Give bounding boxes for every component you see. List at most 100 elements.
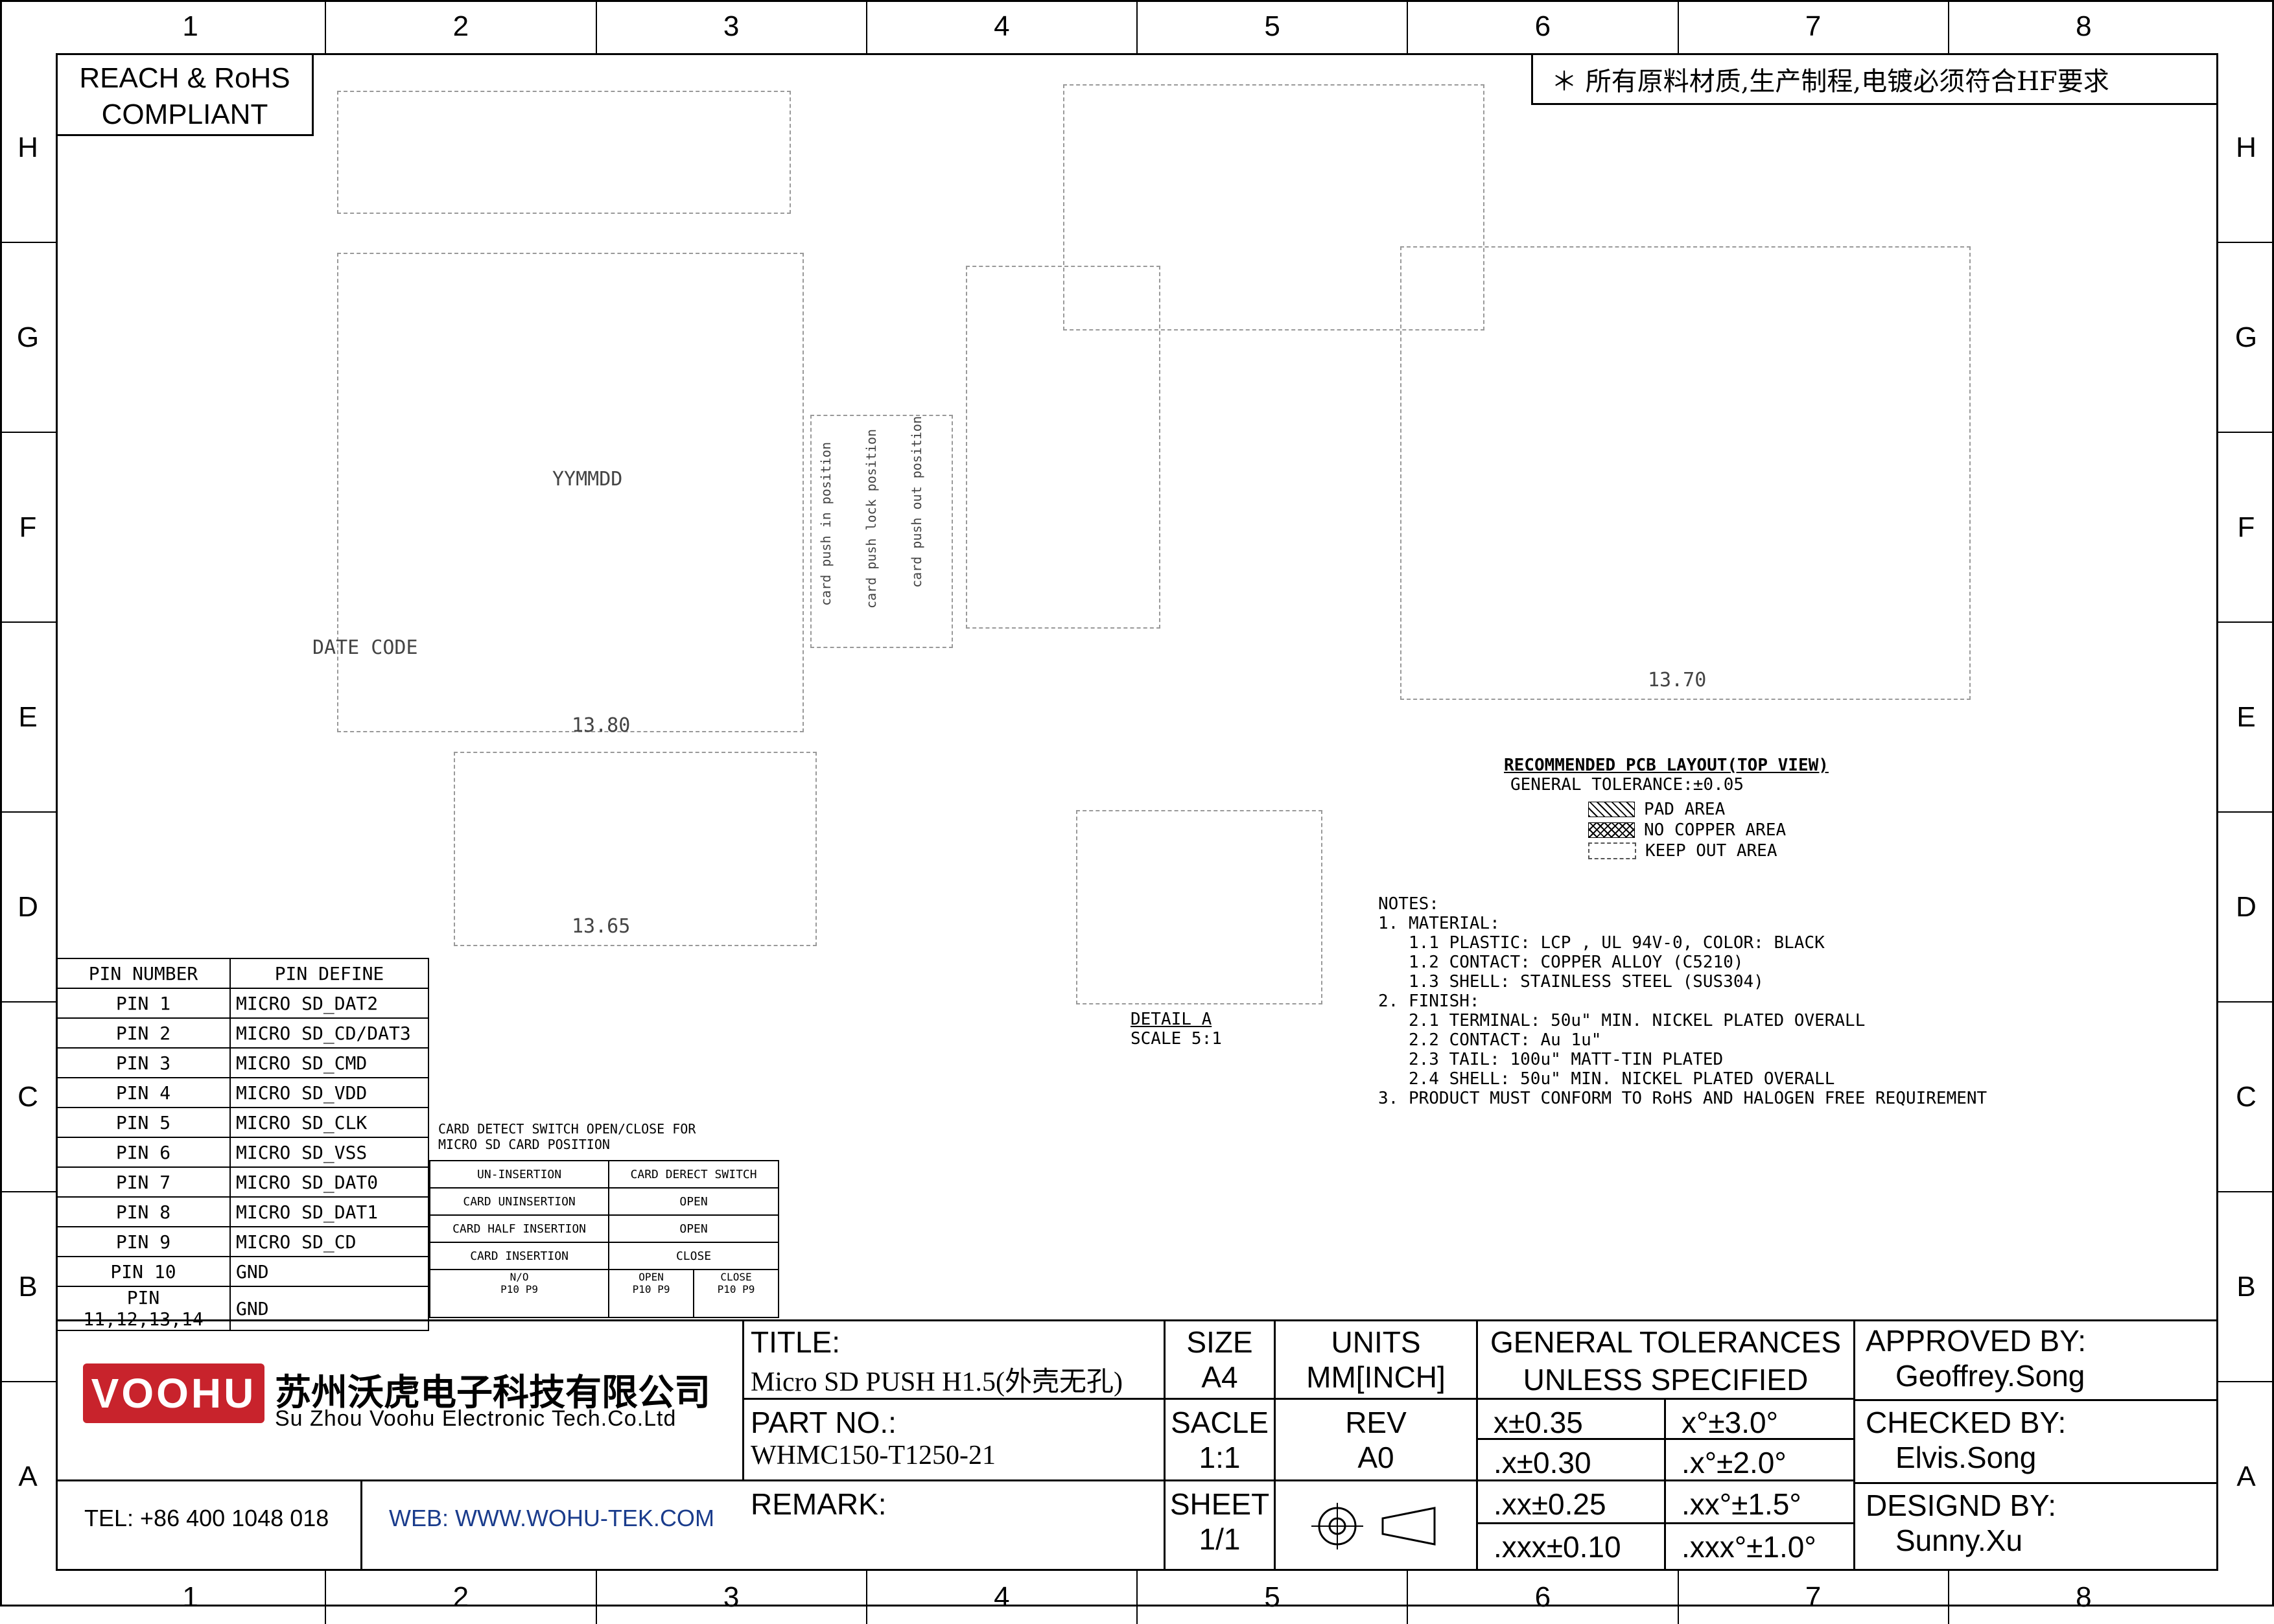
zone-col: 2 [326,1571,597,1624]
pin-number: PIN 7 [56,1166,231,1198]
switch-state: CLOSE [608,1242,779,1270]
zone-row: A [2236,1460,2256,1492]
isometric-view-placeholder [1063,84,1484,331]
zone-row: H [2218,53,2274,243]
pin-define: MICRO SD_CLK [229,1107,429,1138]
designed-cell: DESIGND BY: Sunny.Xu [1855,1484,2218,1571]
top-view-width: 13.80 [572,714,631,737]
units-value: MM[INCH] [1306,1360,1446,1394]
front-view-placeholder [337,91,791,214]
pin-number: PIN 4 [56,1077,231,1108]
title-cell: TITLE: Micro SD PUSH H1.5(外壳无孔) [744,1319,1166,1400]
pin-define: MICRO SD_DAT2 [229,988,429,1019]
pin-number: PIN 6 [56,1137,231,1168]
company-box [56,1319,744,1481]
pin-table-header: PIN NUMBER PIN DEFINE [56,958,429,989]
card-state: CARD HALF INSERTION [428,1214,610,1243]
material-note-cn: ＊ 所有原料材质,生产制程,电镀必须符合HF要求 [1531,53,2218,105]
rev-value: A0 [1357,1441,1394,1474]
legend-pad-label: PAD AREA [1644,800,1726,819]
zone-col: 5 [1138,0,1409,53]
designed-value: Sunny.Xu [1895,1524,2023,1557]
switch-header-state: UN-INSERTION [428,1160,610,1189]
zone-row: F [0,433,56,623]
pin-number: PIN 10 [56,1256,231,1287]
legend-no-copper: NO COPPER AREA [1588,820,1786,840]
switch-pin: P9 [742,1283,755,1295]
pin-number: PIN 2 [56,1017,231,1049]
legend-no-copper-label: NO COPPER AREA [1644,820,1787,840]
company-web: WEB: WWW.WOHU-TEK.COM [389,1505,714,1531]
rev-cell: REV A0 [1276,1400,1478,1481]
approved-cell: APPROVED BY: Geoffrey.Song [1855,1319,2218,1401]
pin-number-header: PIN NUMBER [56,958,231,989]
card-position-lock: card push lock position [863,429,879,609]
size-cell: SIZE A4 [1166,1319,1276,1400]
switch-symbol-label: OPEN [639,1271,664,1283]
zone-row: E [2218,623,2274,813]
tolerance-linear: .xxx±0.10 [1478,1524,1666,1571]
remark-label: REMARK: [751,1487,887,1521]
pin-define: MICRO SD_VDD [229,1077,429,1108]
part-no-value: WHMC150-T1250-21 [751,1441,996,1470]
card-position-in: card push in position [818,442,834,606]
part-no-cell: PART NO.: WHMC150-T1250-21 [744,1400,1166,1481]
pin-define: GND [229,1256,429,1287]
zone-col: 5 [1138,1571,1409,1624]
units-label: UNITS [1331,1325,1421,1359]
card-state: CARD INSERTION [428,1242,610,1270]
zone-columns-top: 1 2 3 4 5 6 7 8 [56,0,2218,53]
zone-col: 3 [597,1571,867,1624]
scale-label: SACLE [1171,1406,1269,1439]
remark-cell: REMARK: [744,1481,1166,1571]
pin-number: PIN 5 [56,1107,231,1138]
zone-col: 6 [1408,0,1679,53]
notes-block: NOTES: 1. MATERIAL: 1.1 PLASTIC: LCP , U… [1378,894,1987,1108]
pin-define-header: PIN DEFINE [229,958,429,989]
company-tel: TEL: +86 400 1048 018 [84,1505,329,1531]
scale-value: 1:1 [1199,1441,1241,1474]
bottom-side-view-placeholder: 13.65 [454,752,817,946]
zone-col: 2 [326,0,597,53]
switch-state: OPEN [608,1214,779,1243]
zone-col: 4 [867,0,1138,53]
tolerance-header: GENERAL TOLERANCES UNLESS SPECIFIED [1478,1319,1855,1400]
compliance-badge: REACH & RoHS COMPLIANT [56,53,314,136]
tolerance-angular: .xxx°±1.0° [1666,1524,1855,1571]
switch-pin: P10 [717,1283,736,1295]
no-copper-swatch [1588,822,1635,838]
sheet-value: 1/1 [1199,1522,1241,1556]
pin-define: MICRO SD_VSS [229,1137,429,1168]
pin-number: PIN 9 [56,1226,231,1257]
checked-cell: CHECKED BY: Elvis.Song [1855,1401,2218,1484]
switch-state: OPEN [608,1187,779,1216]
zone-col: 1 [56,1571,327,1624]
zone-row: H [0,53,56,243]
pin-define: MICRO SD_CD [229,1226,429,1257]
zone-col: 7 [1679,0,1949,53]
zone-row: D [2218,813,2274,1003]
pin-define: GND [229,1286,429,1331]
title-label: TITLE: [751,1325,841,1359]
pin-define: MICRO SD_CMD [229,1047,429,1078]
rev-label: REV [1345,1406,1407,1439]
tolerance-linear: x±0.35 [1478,1400,1666,1440]
zone-row: C [2218,1003,2274,1192]
pin-define: MICRO SD_DAT1 [229,1196,429,1227]
zone-row: B [2218,1192,2274,1382]
zone-row: A [18,1460,38,1492]
pcb-layout-title: RECOMMENDED PCB LAYOUT(TOP VIEW) [1504,756,1829,775]
zone-col: 8 [2076,1581,2092,1613]
tolerance-angular: x°±3.0° [1666,1400,1855,1440]
units-cell: UNITS MM[INCH] [1276,1319,1478,1400]
keep-out-swatch [1588,842,1636,859]
